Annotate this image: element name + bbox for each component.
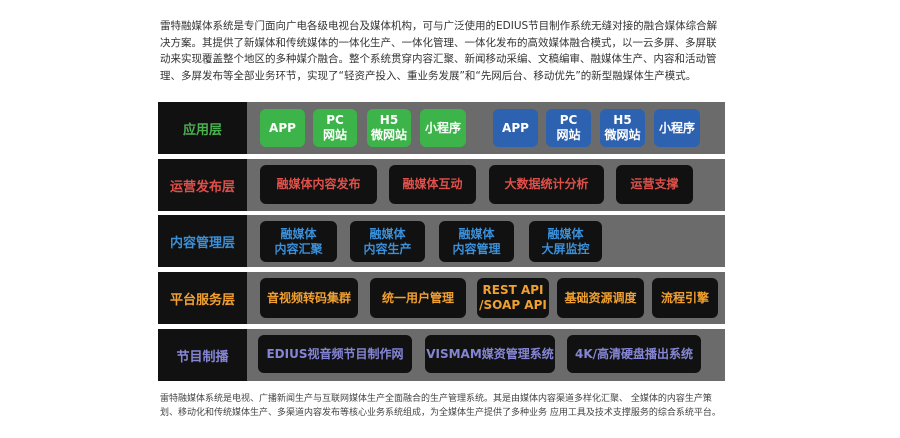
intro-paragraph: 雷特融媒体系统是专门面向广电各级电视台及媒体机构，可与广泛使用的EDIUS节目制… (160, 20, 718, 82)
content-item: 融媒体 大屏监控 (529, 221, 602, 262)
h5-site-blue: H5 微网站 (600, 109, 645, 147)
layer-application: 应用层 APP PC 网站 H5 微网站 小程序 APP PC 网站 H5 微网… (158, 102, 725, 154)
ops-item: 大数据统计分析 (489, 165, 604, 204)
app-green: APP (260, 109, 305, 147)
ops-item: 融媒体内容发布 (260, 165, 377, 204)
platform-item: REST API /SOAP API (477, 278, 549, 318)
production-item: EDIUS视音频节目制作网 (258, 335, 412, 373)
mini-program-blue: 小程序 (654, 109, 700, 147)
h5-site-green: H5 微网站 (367, 109, 411, 147)
mini-program-green: 小程序 (420, 109, 466, 147)
app-blue: APP (493, 109, 538, 147)
layer-label: 运营发布层 (158, 159, 247, 211)
platform-item: 音视频转码集群 (260, 278, 358, 318)
production-item: 4K/高清硬盘播出系统 (567, 335, 701, 373)
layer-platform: 平台服务层 音视频转码集群 统一用户管理 REST API /SOAP API … (158, 272, 725, 324)
content-item: 融媒体 内容汇聚 (260, 221, 337, 262)
content-item: 融媒体 内容生产 (350, 221, 425, 262)
pc-site-green: PC 网站 (313, 109, 357, 147)
ops-item: 融媒体互动 (389, 165, 476, 204)
layer-label: 内容管理层 (158, 215, 247, 267)
layer-production: 节目制播 EDIUS视音频节目制作网 VISMAM媒资管理系统 4K/高清硬盘播… (158, 329, 725, 381)
layer-operations: 运营发布层 融媒体内容发布 融媒体互动 大数据统计分析 运营支撑 (158, 159, 725, 211)
ops-item: 运营支撑 (616, 165, 693, 204)
production-item: VISMAM媒资管理系统 (425, 335, 555, 373)
layer-label: 节目制播 (158, 329, 247, 381)
platform-item: 统一用户管理 (370, 278, 466, 318)
layer-label: 应用层 (158, 102, 247, 154)
layer-label: 平台服务层 (158, 272, 247, 324)
content-item: 融媒体 内容管理 (439, 221, 514, 262)
platform-item: 流程引擎 (652, 278, 718, 318)
outro-paragraph: 雷特融媒体系统是电视、广播新闻生产与互联网媒体生产全面融合的生产管理系统。其是由… (160, 394, 721, 418)
platform-item: 基础资源调度 (557, 278, 644, 318)
layer-content: 内容管理层 融媒体 内容汇聚 融媒体 内容生产 融媒体 内容管理 融媒体 大屏监… (158, 215, 725, 267)
pc-site-blue: PC 网站 (546, 109, 591, 147)
